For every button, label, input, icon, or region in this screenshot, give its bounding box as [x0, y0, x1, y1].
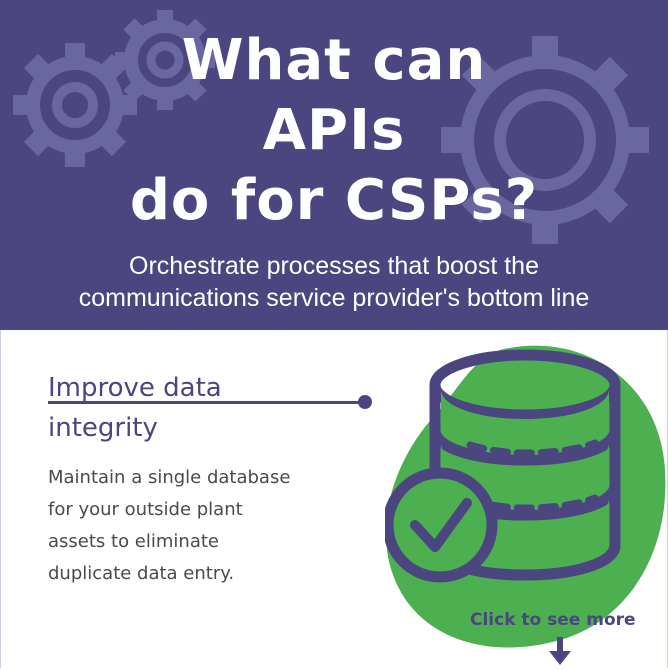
- heading-line: Improve data: [48, 373, 222, 403]
- hero-header: What can APIs do for CSPs? Orchestrate p…: [0, 0, 668, 330]
- section-heading: Improve data integrity: [48, 368, 368, 448]
- gear-icon: [13, 43, 137, 167]
- title-line: What can: [181, 28, 487, 93]
- description-line: for your outside plant: [48, 499, 243, 520]
- heading-line: integrity: [48, 413, 158, 443]
- description-line: Maintain a single database: [48, 467, 291, 488]
- gear-icon: [115, 10, 215, 110]
- title-line: APIs: [262, 98, 406, 163]
- description-line: duplicate data entry.: [48, 563, 235, 584]
- divider-dot: [358, 395, 372, 409]
- page-title: What can APIs do for CSPs?: [0, 26, 668, 236]
- description-line: assets to eliminate: [48, 531, 219, 552]
- gear-icon: [441, 36, 649, 244]
- page-subtitle: Orchestrate processes that boost the com…: [0, 250, 668, 314]
- arrow-down-icon[interactable]: [549, 637, 571, 665]
- database-icon: [385, 349, 621, 583]
- section-description: Maintain a single database for your outs…: [48, 462, 348, 590]
- gears-background: [13, 10, 649, 244]
- checkmark-icon: [385, 467, 498, 583]
- title-line: do for CSPs?: [129, 168, 539, 233]
- subtitle-line: communications service provider's bottom…: [78, 284, 590, 312]
- heading-divider: [48, 401, 366, 404]
- see-more-link[interactable]: Click to see more: [470, 610, 636, 630]
- subtitle-line: Orchestrate processes that boost the: [129, 252, 539, 280]
